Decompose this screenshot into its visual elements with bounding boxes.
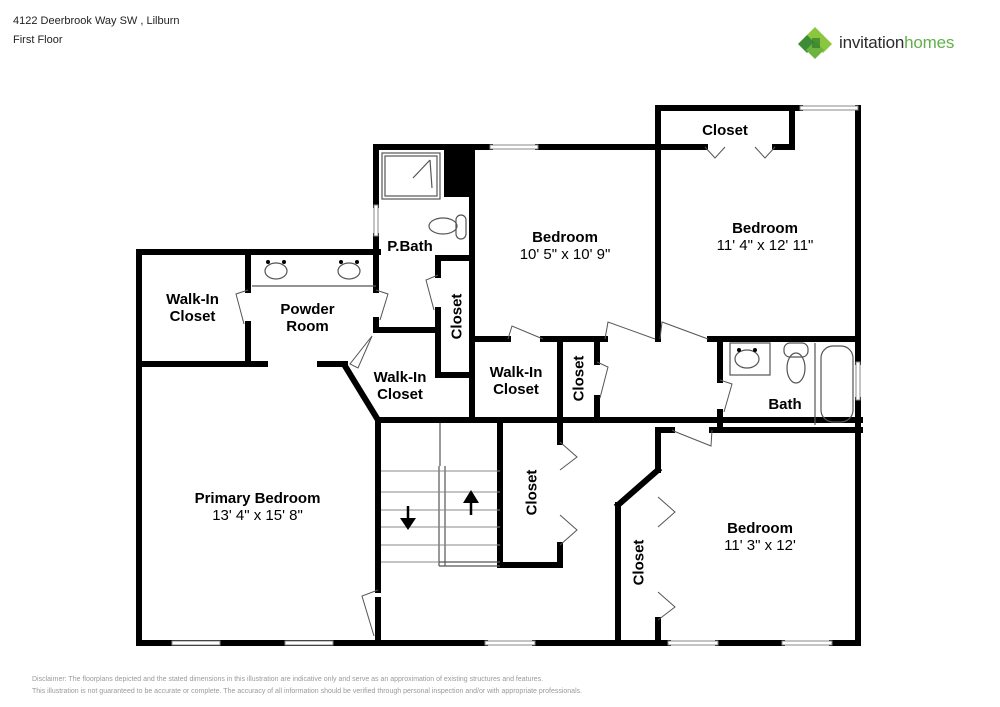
bedroom-3-closet-label: Closet [702, 122, 748, 139]
primary-bedroom-label: Primary Bedroom 13' 4" x 15' 8" [194, 490, 321, 525]
arrow-up-icon [463, 490, 479, 515]
brand-name-part2: homes [904, 33, 955, 52]
arrow-down-icon [400, 506, 416, 530]
bath-label: Bath [768, 396, 802, 413]
bedroom-2-label: Bedroom 10' 5" x 10' 9" [519, 229, 611, 264]
floor-label: First Floor [13, 34, 63, 46]
brand-name-part1: invitation [839, 33, 905, 52]
pbath-closet-label: Closet [448, 293, 466, 340]
powder-room-label: Powder Room [280, 301, 335, 336]
pbath-label: P.Bath [387, 238, 433, 255]
brand-name: invitationhomes [839, 33, 954, 53]
property-address: 4122 Deerbrook Way SW , Lilburn [13, 15, 180, 27]
brand-logo: invitationhomes [797, 26, 954, 60]
walkin-closet-mid-label: Walk-In Closet [373, 369, 427, 404]
bedroom-3-label: Bedroom 11' 4" x 12' 11" [716, 220, 814, 255]
small-closet-center-label: Closet [570, 355, 588, 402]
bedroom-4-label: Bedroom 11' 3" x 12' [724, 520, 796, 555]
disclaimer-line-1: Disclaimer: The floorplans depicted and … [32, 676, 544, 683]
walkin-closet-left-label: Walk-In Closet [166, 291, 219, 326]
bedroom-4-closet-label: Closet [630, 539, 648, 586]
disclaimer-line-2: This illustration is not guaranteed to b… [32, 688, 583, 695]
hall-closet-label: Closet [523, 469, 541, 516]
green-diamond-logo-icon [798, 27, 832, 59]
walkin-closet-center-label: Walk-In Closet [489, 364, 543, 399]
